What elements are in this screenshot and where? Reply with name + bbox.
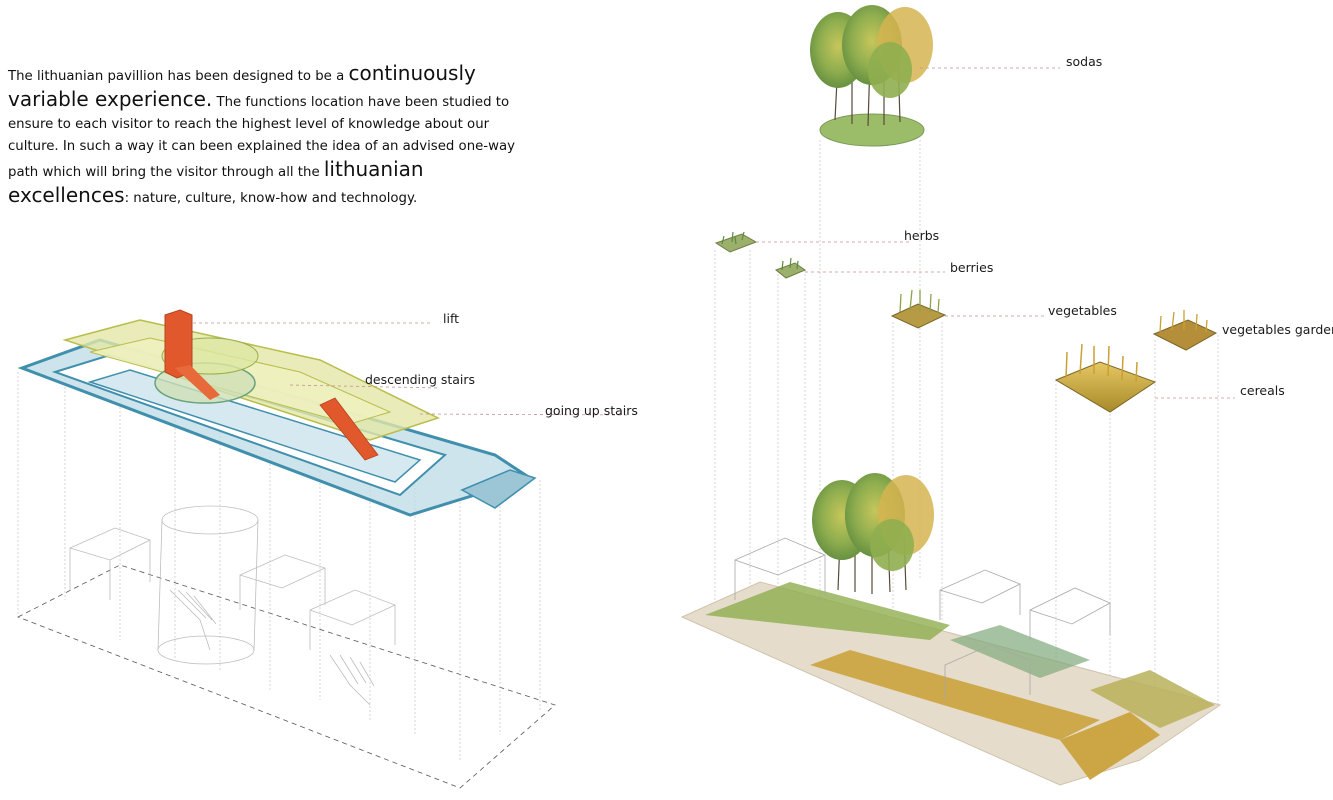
sodas-tree-cluster	[810, 5, 933, 146]
stair-wire	[170, 590, 216, 650]
right-leaders	[756, 68, 1235, 398]
ground-outline	[18, 565, 555, 788]
house-outline	[240, 555, 325, 610]
vegetables-garden-tile	[1154, 310, 1216, 350]
house-outline	[70, 528, 150, 600]
label-cereals: cereals	[1240, 383, 1285, 398]
intro-text-1: The lithuanian pavillion has been design…	[8, 69, 348, 84]
cylinder-top	[162, 506, 258, 534]
herbs-tile	[716, 232, 756, 252]
label-descending-stairs: descending stairs	[365, 372, 475, 387]
berries-tile	[776, 258, 805, 278]
ground-garden	[682, 473, 1220, 785]
cereals-tile	[1056, 344, 1155, 412]
stair-wire	[330, 655, 374, 705]
label-lift: lift	[443, 311, 459, 326]
house-outline	[310, 590, 395, 650]
intro-paragraph: The lithuanian pavillion has been design…	[8, 62, 538, 210]
label-berries: berries	[950, 260, 993, 275]
label-vegetables: vegetables	[1048, 303, 1117, 318]
label-sodas: sodas	[1066, 54, 1102, 69]
vegetables-tile	[892, 290, 945, 328]
label-herbs: herbs	[904, 228, 939, 243]
cylinder-base	[158, 636, 254, 664]
intro-text-3: : nature, culture, know-how and technolo…	[125, 191, 418, 206]
label-going-up-stairs: going up stairs	[545, 403, 638, 418]
label-vegetables-garden: vegetables garden	[1222, 322, 1333, 337]
